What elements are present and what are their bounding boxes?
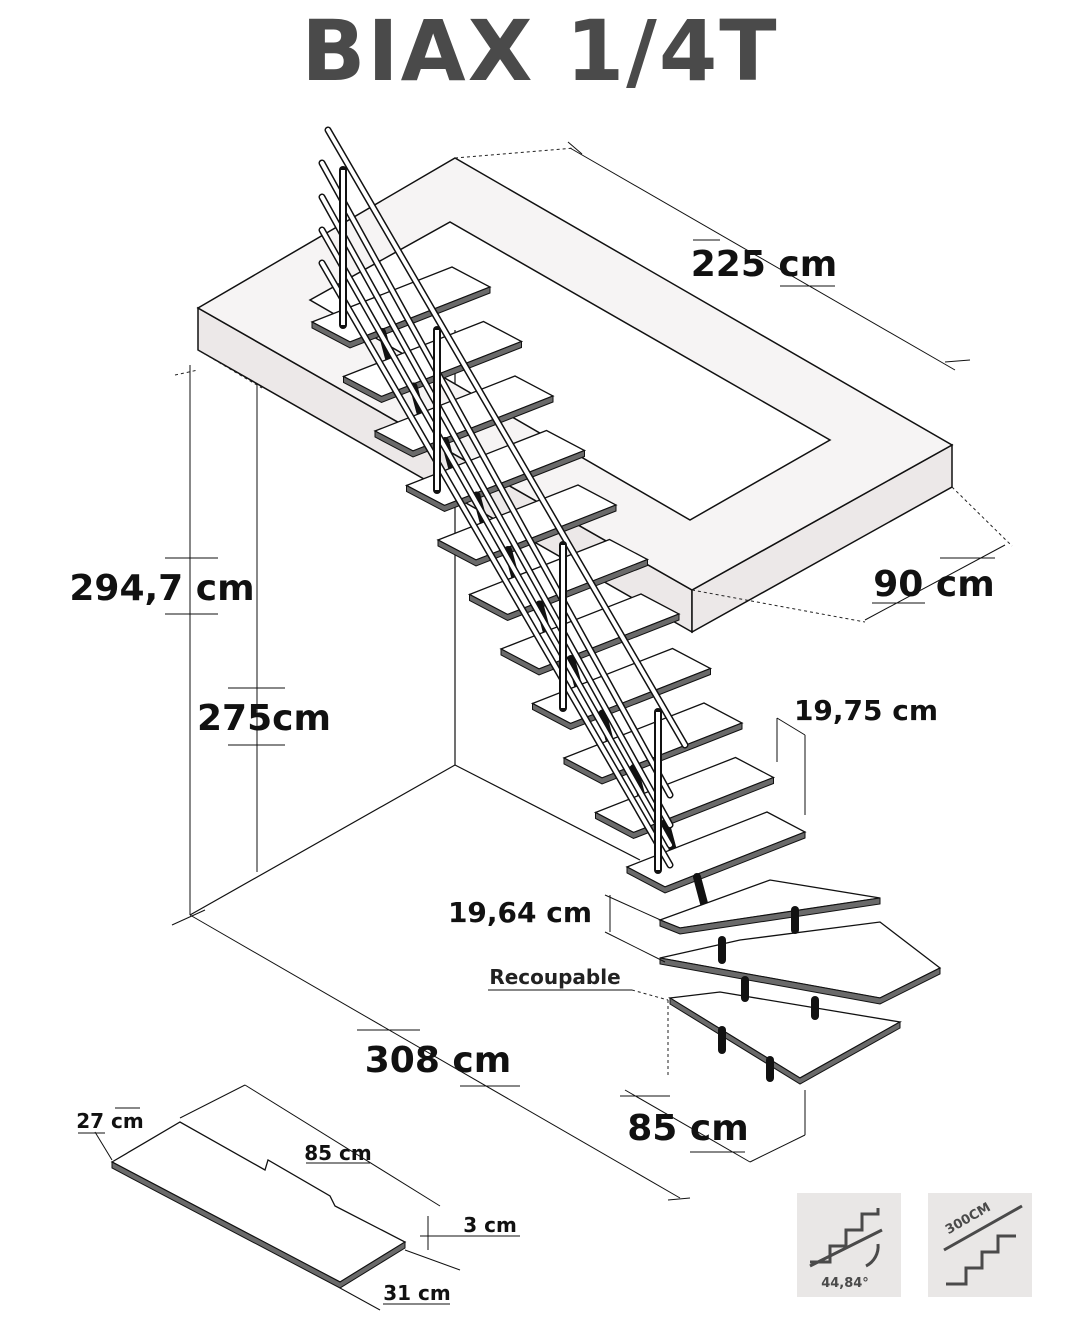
stair-tread-edge <box>406 449 585 513</box>
cut-note: Recoupable <box>489 965 620 989</box>
detail-depth-wide: 31 cm <box>383 1281 451 1305</box>
stair-tread-edge <box>343 340 522 404</box>
dim-floor-height: 275cm <box>197 698 331 739</box>
angle-badge-text: 44,84° <box>821 1276 869 1291</box>
stairs-handrail-icon <box>946 1234 1016 1286</box>
stair-tread-edge <box>500 613 680 676</box>
angle-badge: 44,84° <box>797 1193 901 1297</box>
handrail-badge: 300CM <box>928 1193 1032 1297</box>
dim-width-upper: 90 cm <box>873 564 994 605</box>
stair-tread-edge <box>563 722 743 785</box>
dim-riser-top: 19,75 cm <box>794 694 938 727</box>
dim-footprint-length: 308 cm <box>365 1040 512 1081</box>
detail-length: 85 cm <box>304 1141 372 1165</box>
stair-tread-edge <box>311 286 491 349</box>
stair-tread-edge <box>469 558 648 622</box>
dim-length-upper: 225 cm <box>691 244 838 285</box>
stair-tread-edge <box>595 776 774 840</box>
stair-tread-edge <box>626 831 806 894</box>
dim-total-height: 294,7 cm <box>69 568 254 609</box>
stair-tread-edge <box>532 667 711 731</box>
detail-depth-narrow: 27 cm <box>76 1109 144 1133</box>
dimension-lines <box>165 141 1013 1201</box>
detail-thickness: 3 cm <box>463 1213 517 1237</box>
stair-tread-edge <box>437 504 617 567</box>
diagram-title: BIAX 1/4T <box>301 2 778 100</box>
dim-footprint-width: 85 cm <box>627 1108 748 1149</box>
dim-riser-bottom: 19,64 cm <box>448 896 592 929</box>
handrail <box>318 126 689 874</box>
tread-detail <box>78 1084 520 1311</box>
stair-tread-edge <box>374 395 554 458</box>
winder-treads <box>658 879 942 1085</box>
stair-support <box>693 873 709 911</box>
